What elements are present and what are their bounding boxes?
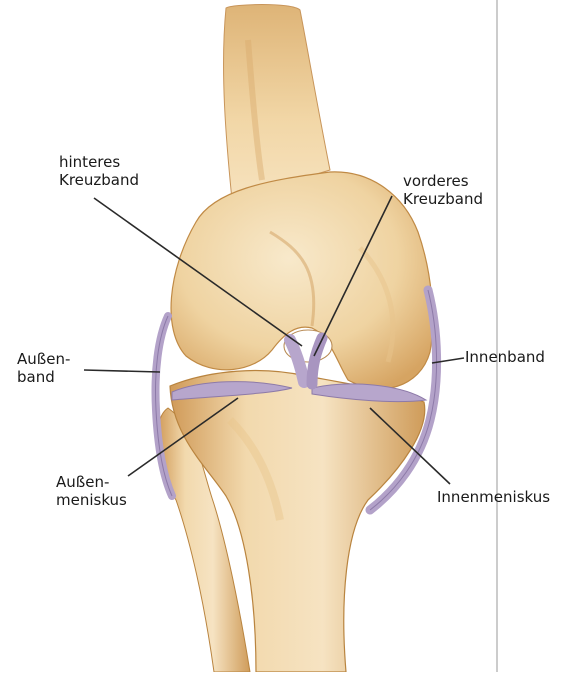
pointer-aussenband bbox=[84, 370, 160, 372]
label-innenband: Innenband bbox=[465, 348, 545, 366]
label-hinteres-kreuzband: hinteres Kreuzband bbox=[59, 153, 139, 189]
femur-shaft bbox=[224, 5, 330, 201]
label-innenmeniskus: Innenmeniskus bbox=[437, 488, 550, 506]
label-aussenmeniskus: Außen- meniskus bbox=[56, 473, 127, 509]
label-vorderes-kreuzband: vorderes Kreuzband bbox=[403, 172, 483, 208]
anterior-cruciate-ligament bbox=[312, 338, 322, 384]
label-aussenband: Außen- band bbox=[17, 350, 70, 386]
